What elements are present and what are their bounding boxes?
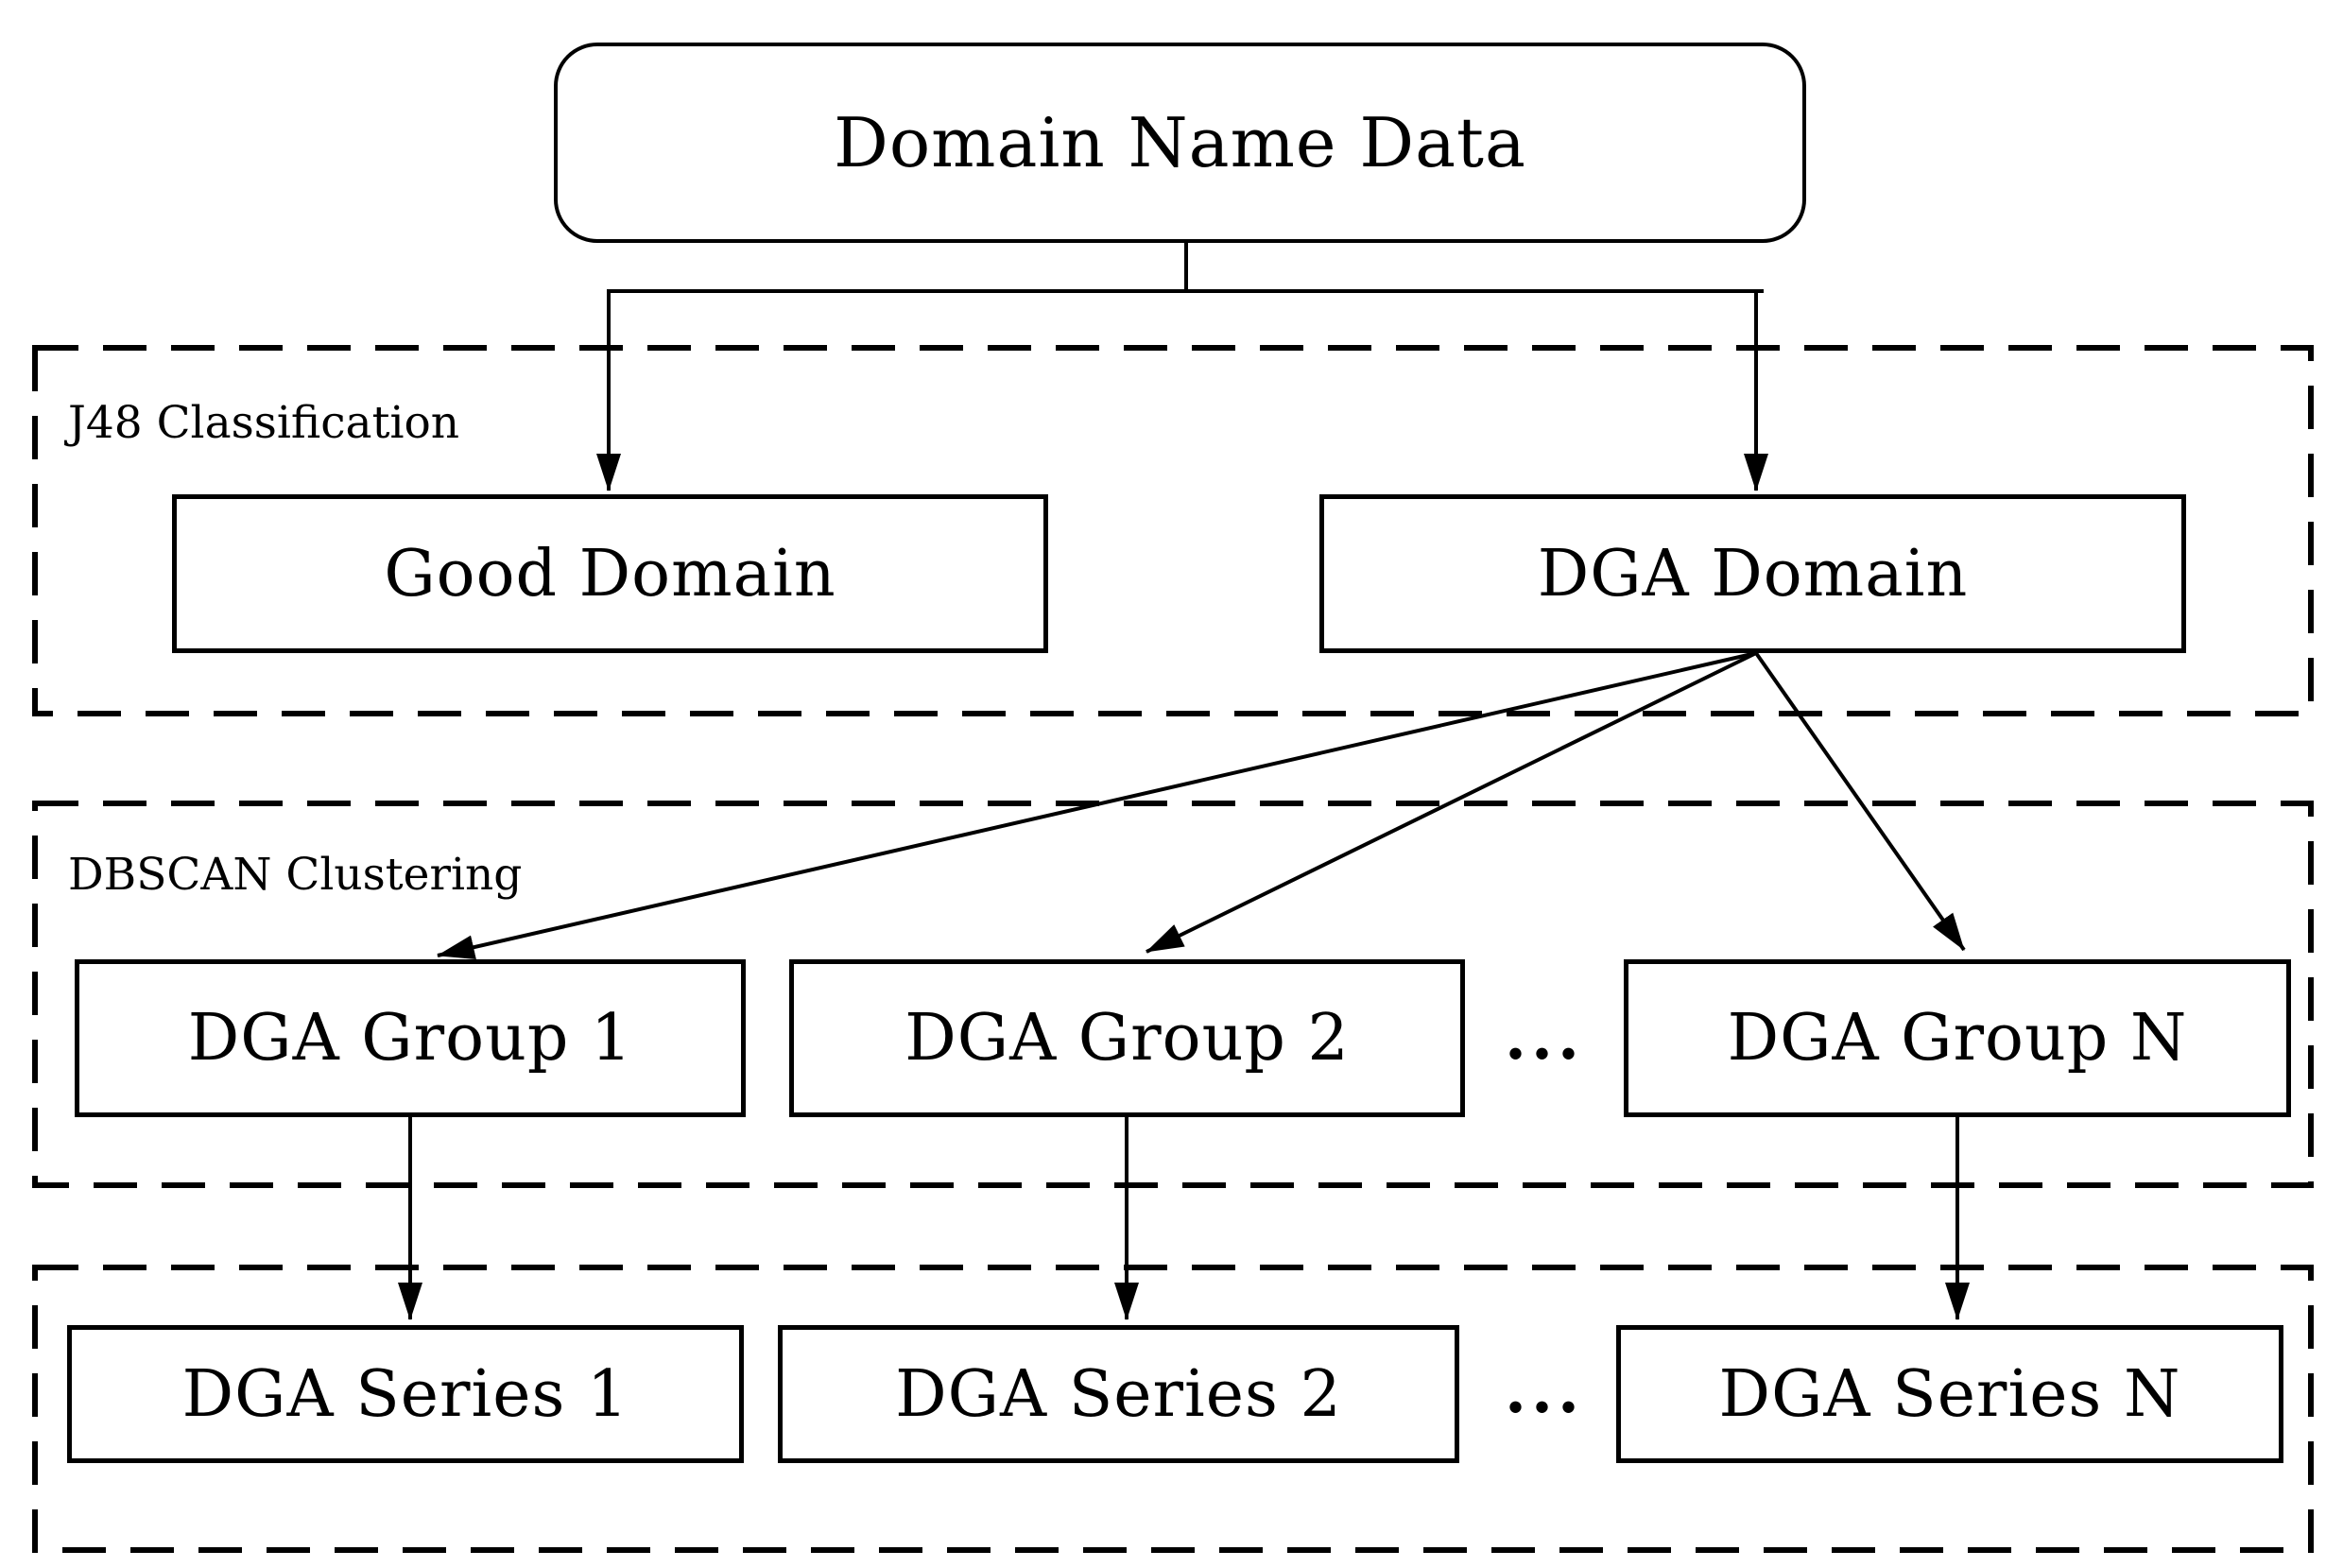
node-dga-series-n: DGA Series N <box>1616 1325 2283 1463</box>
node-dga-series-n-label: DGA Series N <box>1718 1356 2181 1432</box>
node-dga-series-1-label: DGA Series 1 <box>181 1356 629 1432</box>
node-dga-group-2: DGA Group 2 <box>789 959 1465 1117</box>
node-dga-group-n: DGA Group N <box>1624 959 2291 1117</box>
node-good-domain: Good Domain <box>172 494 1048 653</box>
node-good-domain-label: Good Domain <box>384 536 836 612</box>
arrow-dga-to-group-2 <box>1146 651 1757 954</box>
node-dga-series-2-label: DGA Series 2 <box>895 1356 1342 1432</box>
node-dga-domain: DGA Domain <box>1319 494 2186 653</box>
ellipsis-series: ... <box>1505 1353 1584 1427</box>
section-label-j48-classification: J48 Classification <box>68 397 460 449</box>
node-dga-series-1: DGA Series 1 <box>67 1325 744 1463</box>
arrow-dga-to-group-1 <box>437 651 1757 959</box>
ellipsis-groups: ... <box>1505 1000 1584 1074</box>
node-dga-group-1-label: DGA Group 1 <box>187 1001 633 1076</box>
node-domain-name-data-label: Domain Name Data <box>834 103 1526 182</box>
node-dga-domain-label: DGA Domain <box>1537 536 1969 612</box>
node-dga-series-2: DGA Series 2 <box>778 1325 1459 1463</box>
section-label-dbscan-clustering: DBSCAN Clustering <box>68 849 523 901</box>
node-dga-group-n-label: DGA Group N <box>1727 1001 2188 1076</box>
node-dga-group-1: DGA Group 1 <box>75 959 746 1117</box>
node-dga-group-2-label: DGA Group 2 <box>904 1001 1350 1076</box>
node-domain-name-data: Domain Name Data <box>554 43 1806 243</box>
arrow-dga-to-group-n <box>1754 651 1966 952</box>
